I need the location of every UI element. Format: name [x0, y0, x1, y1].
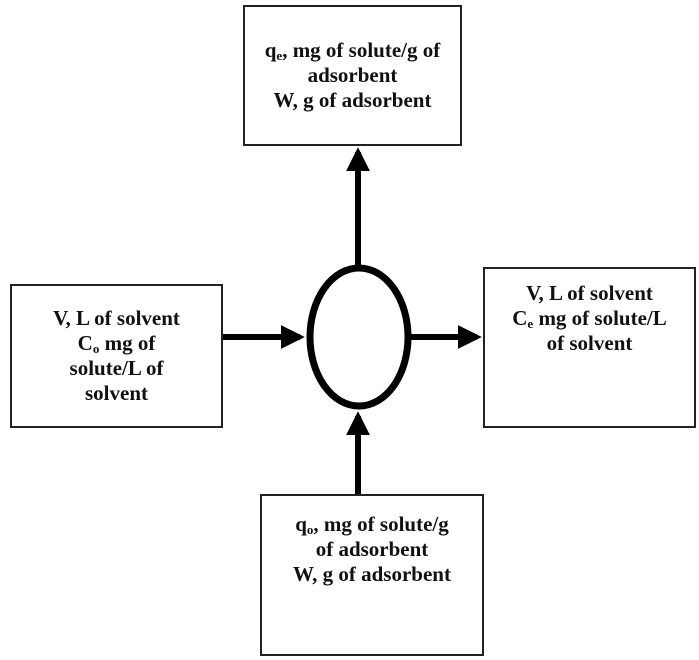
top-line-2: adsorbent [307, 63, 398, 87]
subscript: o [92, 341, 100, 356]
right-line-2: Ce mg of solute/L [512, 306, 667, 331]
top-line-1: qe, mg of solute/g of [265, 38, 441, 63]
adsorber-vessel-ellipse [306, 264, 412, 410]
bottom-line-1: qo, mg of solute/g [295, 512, 449, 537]
solvent-input-box: V, L of solvent Co mg of solute/L of sol… [10, 284, 223, 428]
bottom-line-3: W, g of adsorbent [293, 562, 451, 586]
right-line-1: V, L of solvent [526, 281, 653, 305]
left-line-4: solvent [85, 381, 148, 405]
text: , mg of solute/g [313, 512, 449, 536]
text: , mg of solute/g of [282, 38, 441, 62]
c-symbol: C [77, 331, 93, 355]
text: mg of [99, 331, 156, 355]
text: mg of solute/L [533, 306, 667, 330]
solvent-output-box: V, L of solvent Ce mg of solute/L of sol… [483, 267, 696, 428]
bottom-line-2: of adsorbent [315, 537, 429, 561]
q-symbol: q [295, 512, 307, 536]
left-line-1: V, L of solvent [53, 306, 180, 330]
right-line-3: of solvent [546, 331, 633, 355]
adsorbent-output-box: qe, mg of solute/g of adsorbent W, g of … [243, 5, 462, 146]
q-symbol: q [264, 38, 277, 62]
left-line-3: solute/L of [69, 356, 164, 380]
left-line-2: Co mg of [78, 331, 156, 356]
top-line-3: W, g of adsorbent [273, 88, 432, 112]
subscript: e [276, 48, 283, 63]
adsorbent-input-box: qo, mg of solute/g of adsorbent W, g of … [260, 494, 484, 656]
subscript: o [306, 522, 314, 537]
subscript: e [527, 316, 534, 331]
c-symbol: C [512, 306, 528, 330]
